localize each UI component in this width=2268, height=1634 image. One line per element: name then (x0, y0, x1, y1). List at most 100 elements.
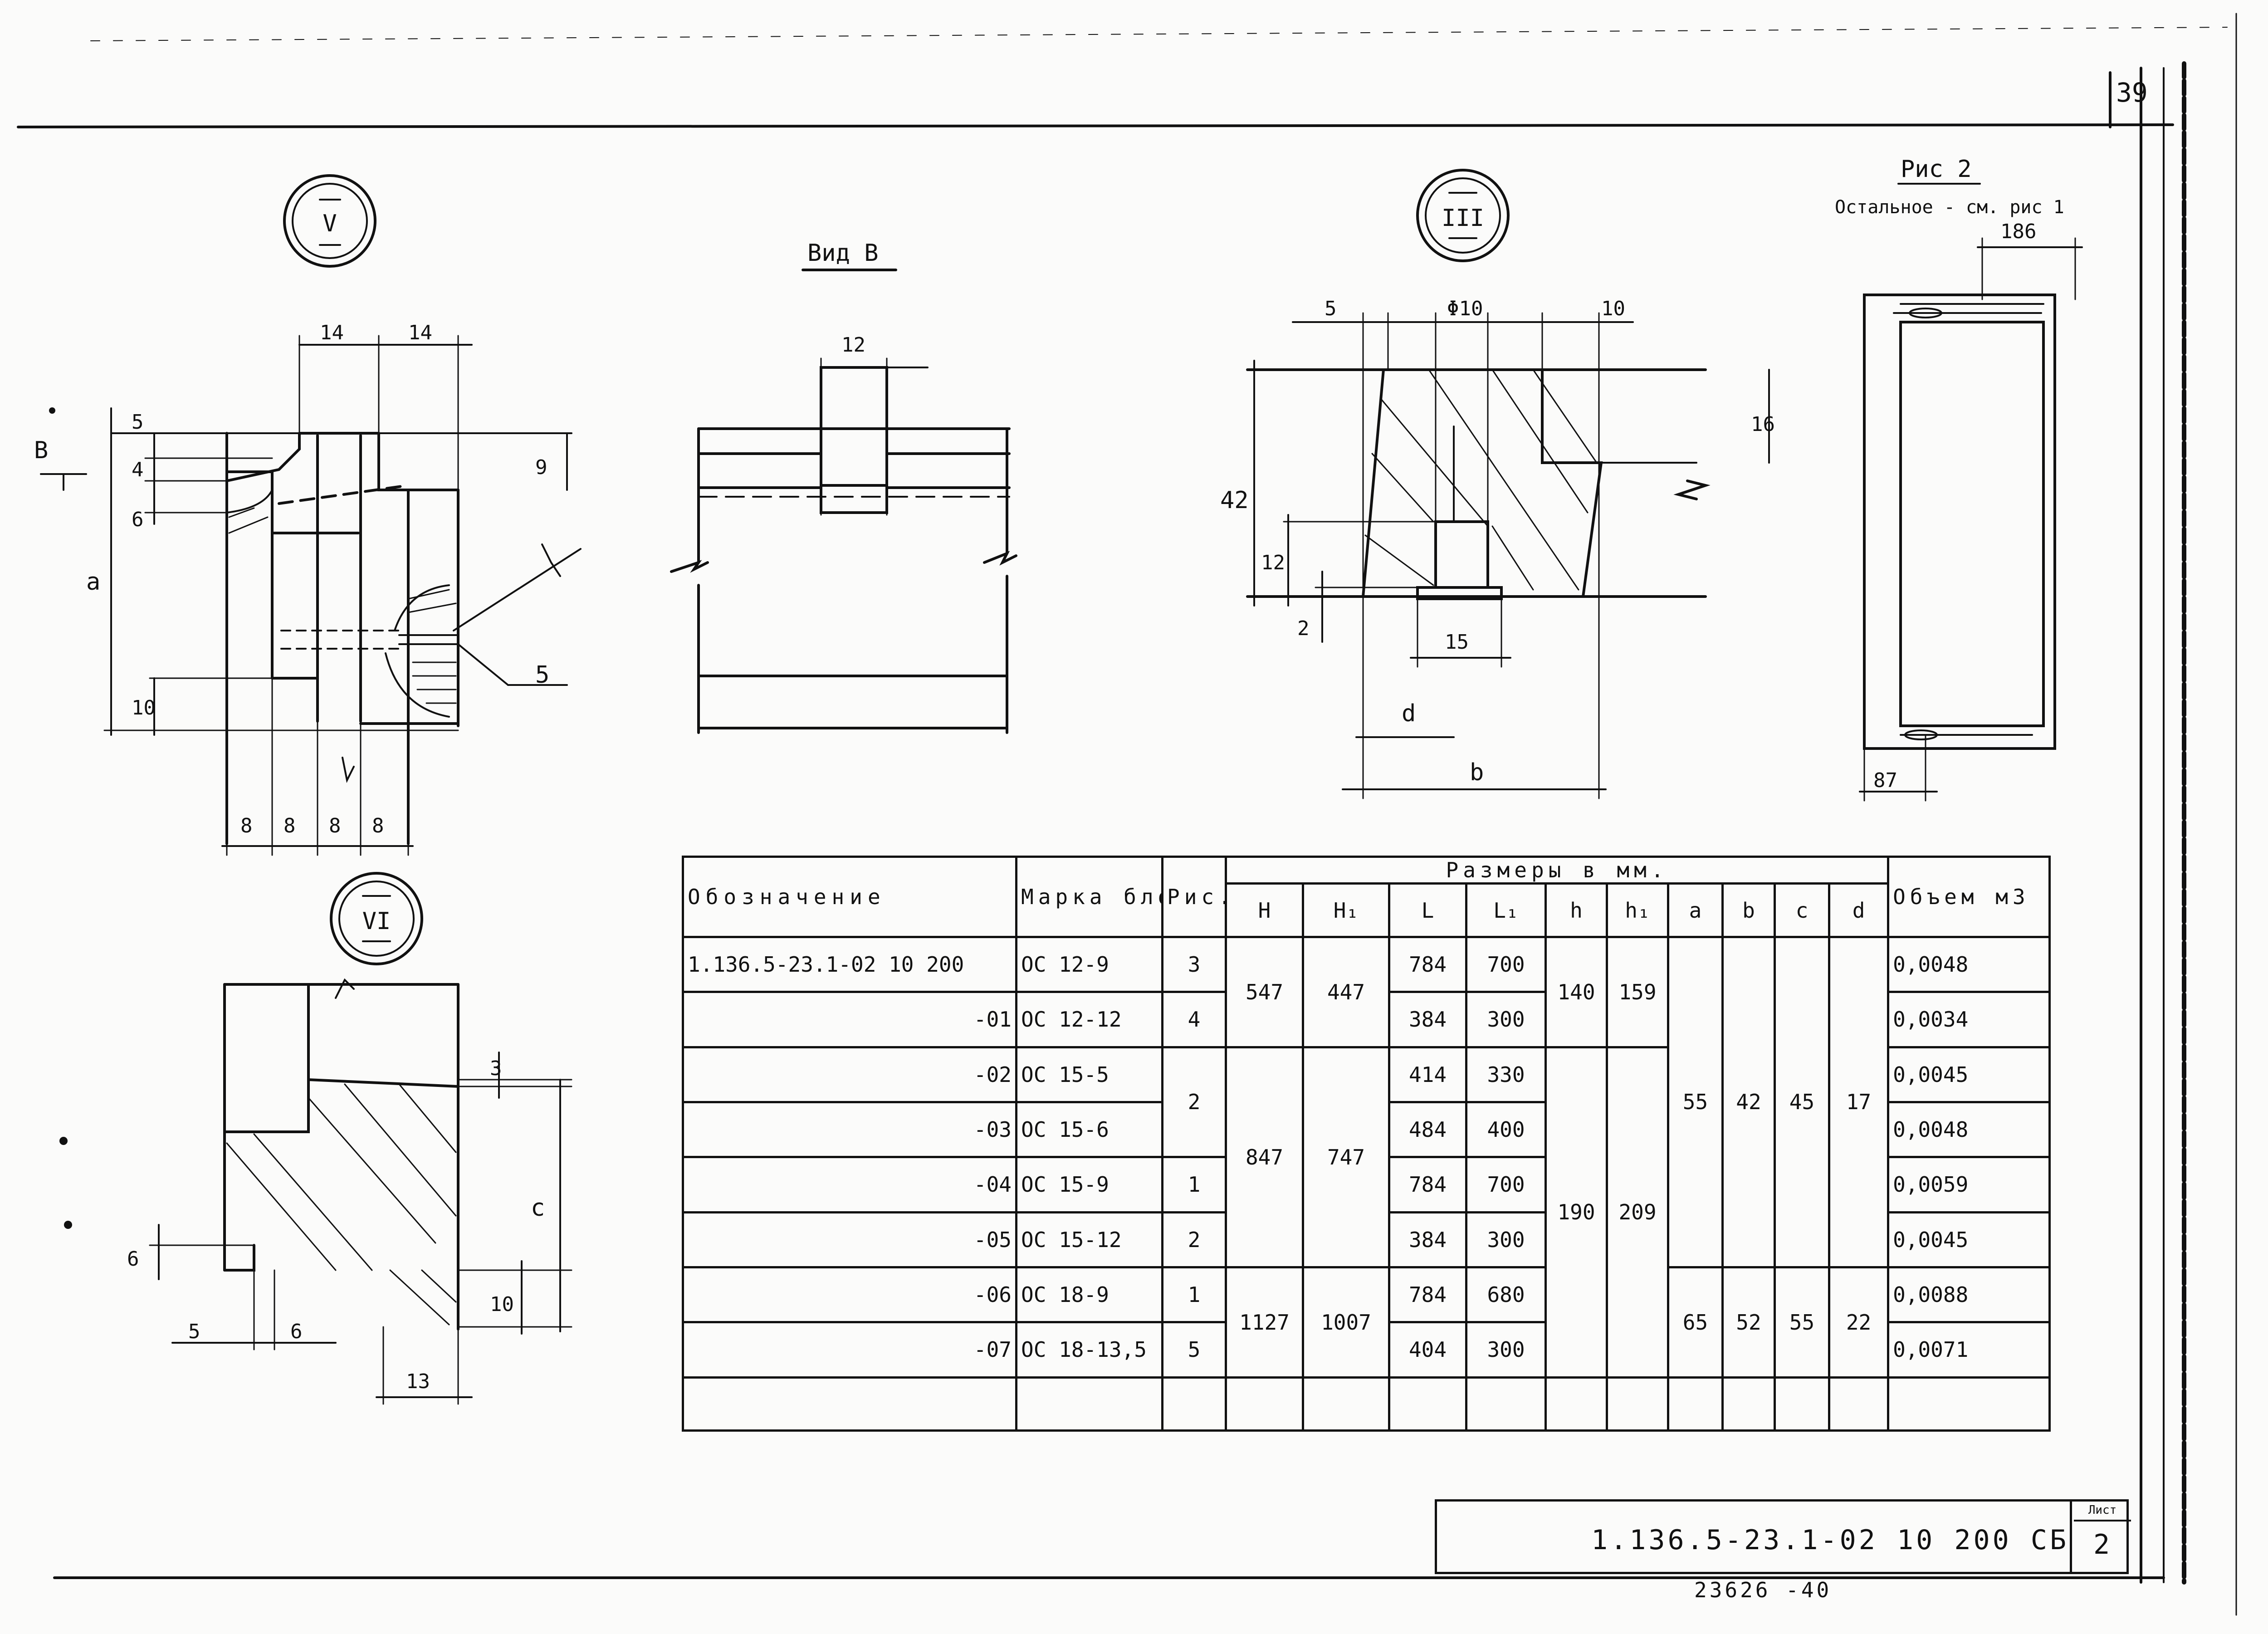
cell-designation: -03 (682, 1101, 1017, 1159)
cell-L1: 700 (1465, 935, 1547, 993)
dim-v5-8b: 8 (284, 814, 296, 837)
cell-mark: ОС 15-9 (1015, 1156, 1163, 1213)
cell-designation: -07 (682, 1321, 1017, 1379)
cell-c: 45 (1774, 936, 1830, 1268)
vidb-title: Вид В (807, 240, 879, 267)
cell-mark: ОС 15-5 (1015, 1046, 1163, 1103)
cell-h: 190 (1545, 1046, 1608, 1379)
th-mark: Марка блока (1015, 856, 1163, 938)
frame-top-line (17, 123, 2174, 128)
trim-line (90, 27, 2228, 41)
th-b: b (1721, 882, 1776, 938)
th-L: L (1388, 882, 1467, 938)
dim-v5-14a: 14 (320, 321, 344, 344)
view5-marker: V (323, 210, 337, 237)
dim-v6-c: c (531, 1194, 545, 1222)
dim-v3-2: 2 (1297, 617, 1310, 640)
cell-H1: 447 (1302, 936, 1390, 1048)
fig2-title: Рис 2 (1901, 156, 1972, 183)
cell-L: 784 (1388, 1266, 1467, 1324)
th-fig: Рис. (1161, 856, 1227, 938)
cell-fig: 5 (1161, 1321, 1227, 1379)
cell-L: 404 (1388, 1321, 1467, 1379)
th-designation: Обозначение (682, 856, 1017, 938)
cell-H: 847 (1225, 1046, 1304, 1268)
cell-mark: ОС 15-6 (1015, 1101, 1163, 1159)
th-h1: h₁ (1606, 882, 1669, 938)
fig2-note: Остальное - см. рис 1 (1835, 197, 2064, 218)
cell-c: 55 (1774, 1266, 1830, 1379)
table-row: 1.136.5-23.1-02 10 200 ОС 12-9 3 547 447… (682, 935, 2051, 1268)
dim-v5-6: 6 (132, 508, 144, 531)
cell-fig: 3 (1161, 935, 1227, 993)
dim-v3-15: 15 (1445, 631, 1469, 654)
dim-v5-B: B (34, 437, 48, 464)
cell-volume: 0,0034 (1887, 991, 2051, 1048)
th-L1: L₁ (1465, 882, 1547, 938)
table-row: -03 ОС 15-6 484 400 0,0048 (682, 1101, 2051, 1159)
dim-v6-6b: 6 (290, 1320, 303, 1343)
dim-v3-b: b (1470, 759, 1484, 786)
dim-v5-10: 10 (132, 696, 156, 719)
th-H: H (1225, 882, 1304, 938)
cell-fig: 1 (1161, 1156, 1227, 1213)
cell-h1: 159 (1606, 936, 1669, 1048)
cell-L: 484 (1388, 1101, 1467, 1159)
dim-v3-12: 12 (1261, 551, 1285, 574)
archive-number: 23626 -40 (1694, 1578, 1832, 1602)
view6-marker: VI (362, 908, 391, 935)
spec-table: Обозначение Марка блока Рис. Размеры в м… (682, 856, 2051, 1432)
cell-volume: 0,0045 (1887, 1046, 2051, 1103)
page-number: 39 (2116, 77, 2148, 108)
dim-f2-87: 87 (1873, 769, 1897, 792)
dim-v3-10: 10 (1601, 297, 1625, 320)
cell-volume: 0,0059 (1887, 1156, 2051, 1213)
cell-L1: 400 (1465, 1101, 1547, 1159)
document-code: 1.136.5-23.1-02 10 200 СБ (1591, 1524, 2069, 1556)
cell-designation: -04 (682, 1156, 1017, 1213)
cell-H: 1127 (1225, 1266, 1304, 1379)
th-H1: H₁ (1302, 882, 1390, 938)
cell-volume: 0,0088 (1887, 1266, 2051, 1324)
table-row: -06 ОС 18-9 1 1127 1007 784 680 65 52 55… (682, 1266, 2051, 1379)
dim-v5-9: 9 (535, 456, 547, 479)
view3-marker: III (1442, 205, 1484, 232)
table-row-empty (682, 1376, 2051, 1432)
th-a: a (1667, 882, 1724, 938)
cell-fig: 2 (1161, 1046, 1227, 1159)
cell-L: 384 (1388, 1211, 1467, 1268)
dim-v5-4: 4 (132, 458, 144, 481)
dim-v6-3: 3 (490, 1057, 502, 1080)
cell-mark: ОС 15-12 (1015, 1211, 1163, 1268)
cell-H: 547 (1225, 936, 1304, 1048)
th-h: h (1545, 882, 1608, 938)
cell-d: 17 (1828, 936, 1890, 1268)
dim-v5-8a: 8 (240, 814, 253, 837)
cell-designation: -02 (682, 1046, 1017, 1103)
cell-fig: 2 (1161, 1211, 1227, 1268)
cell-L1: 680 (1465, 1266, 1547, 1324)
cell-H1: 1007 (1302, 1266, 1390, 1379)
th-c: c (1774, 882, 1830, 938)
cell-designation: -01 (682, 991, 1017, 1048)
dim-vb-12: 12 (841, 333, 865, 357)
table-row: -02 ОС 15-5 2 847 747 414 330 190 209 0,… (682, 1046, 2051, 1379)
cell-mark: ОС 12-9 (1015, 935, 1163, 993)
cell-L1: 700 (1465, 1156, 1547, 1213)
cell-designation: -06 (682, 1266, 1017, 1324)
cell-h1: 209 (1606, 1046, 1669, 1379)
cell-designation: 1.136.5-23.1-02 10 200 (682, 935, 1017, 993)
dim-v3-16: 16 (1751, 413, 1775, 436)
title-block: 1.136.5-23.1-02 10 200 СБ (1435, 1499, 2129, 1574)
th-sizes-group: Размеры в мм. (1224, 856, 1890, 885)
cell-mark: ОС 18-13,5 (1015, 1321, 1163, 1379)
cell-h: 140 (1545, 936, 1608, 1048)
sheet-number: 2 (2093, 1529, 2110, 1561)
view6-marker-circle (330, 872, 423, 965)
cell-volume: 0,0048 (1887, 935, 2051, 993)
sheet-label: Лист (2074, 1502, 2131, 1521)
table-row: -05 ОС 15-12 2 384 300 0,0045 (682, 1211, 2051, 1268)
cell-L: 414 (1388, 1046, 1467, 1103)
